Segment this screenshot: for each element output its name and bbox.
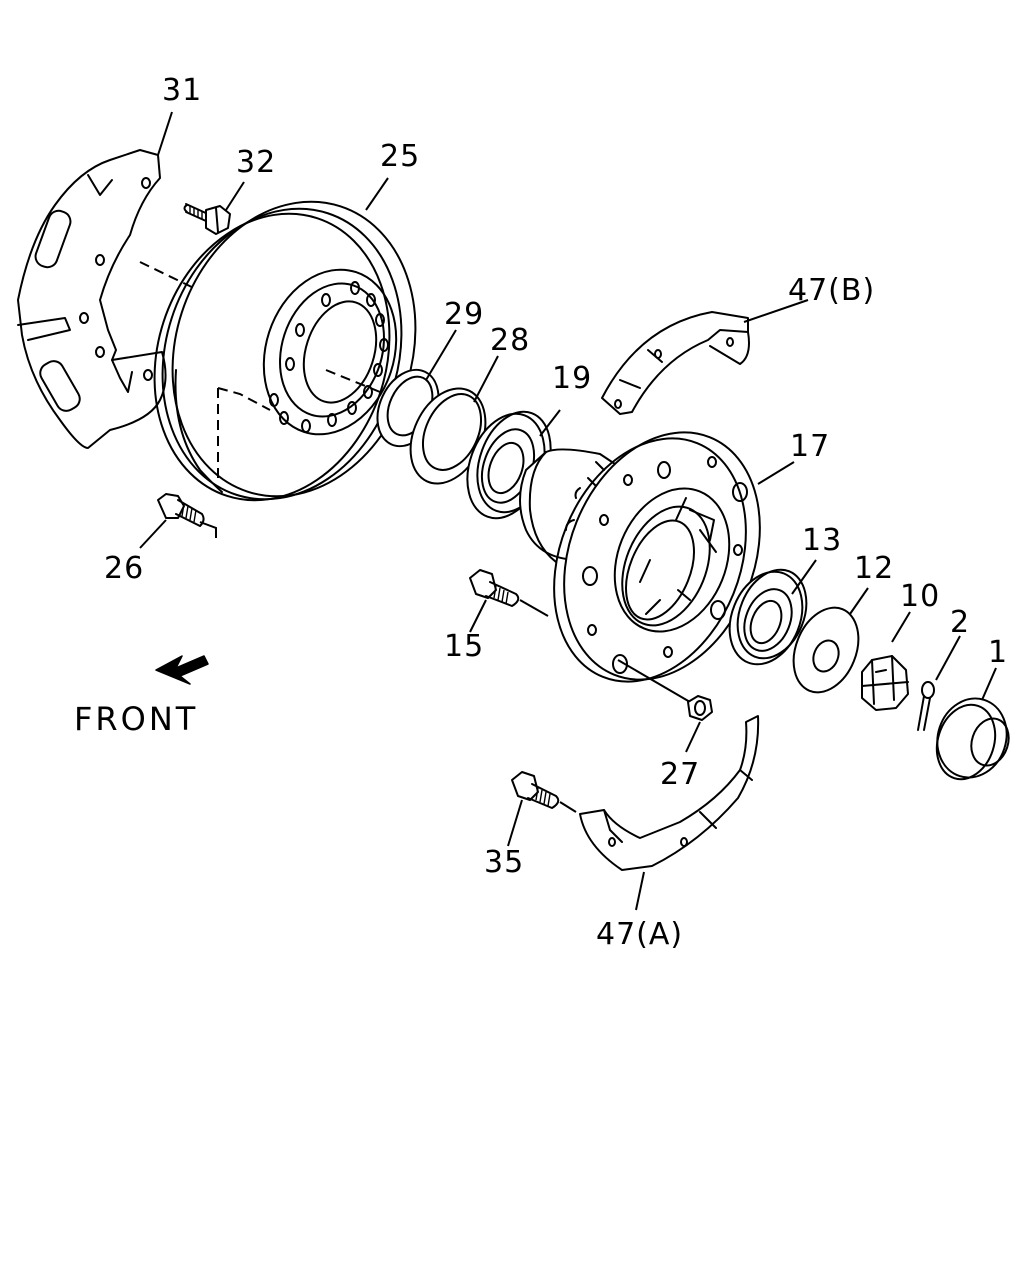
leader-lines (139, 111, 997, 911)
part-35-stud (511, 771, 577, 813)
label-17: 17 (790, 429, 830, 464)
part-27-nut (687, 695, 713, 721)
label-32: 32 (236, 145, 276, 180)
label-47b: 47(B) (788, 273, 875, 308)
part-32-bolt (183, 203, 231, 235)
part-47a-protector (579, 715, 760, 871)
part-2-cotter-pin (917, 681, 935, 731)
part-labels: 31 32 25 29 28 19 47(B) 17 13 12 10 2 1 … (104, 73, 1008, 952)
part-12-washer (792, 606, 860, 694)
label-25: 25 (380, 139, 420, 174)
arrow-down-left-icon (155, 655, 209, 685)
part-13-bearing (728, 568, 808, 666)
part-28-ring (409, 387, 487, 485)
label-1: 1 (988, 635, 1008, 670)
part-31-dust-shield (17, 149, 199, 449)
part-10-castle-nut (861, 655, 909, 711)
label-19: 19 (552, 361, 592, 396)
label-10: 10 (900, 579, 940, 614)
label-27: 27 (660, 757, 700, 792)
label-31: 31 (162, 73, 202, 108)
label-13: 13 (802, 523, 842, 558)
front-indicator: FRONT (74, 655, 209, 738)
part-26-bolt (157, 493, 217, 538)
part-15-stud (469, 569, 549, 617)
part-47b-protector (601, 311, 750, 415)
label-47a: 47(A) (596, 917, 683, 952)
label-35: 35 (484, 845, 524, 880)
label-2: 2 (950, 605, 970, 640)
front-label: FRONT (74, 700, 198, 738)
label-15: 15 (444, 629, 484, 664)
label-26: 26 (104, 551, 144, 586)
label-12: 12 (854, 551, 894, 586)
part-1-hub-cap (935, 697, 1010, 781)
part-25-brake-disc (153, 200, 417, 502)
label-28: 28 (490, 323, 530, 358)
label-29: 29 (444, 297, 484, 332)
